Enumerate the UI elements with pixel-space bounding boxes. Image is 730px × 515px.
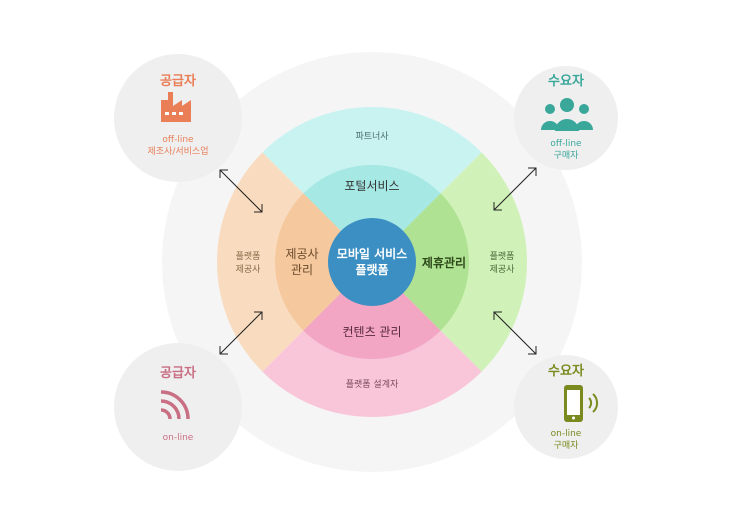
- corner-sub-top-right: off-line 구매자: [516, 138, 616, 162]
- inner-label-bottom: 컨텐츠 관리: [342, 325, 401, 339]
- corner-bottom-right: 수요자: [516, 360, 616, 379]
- corner-top-right: 수요자: [516, 70, 616, 89]
- corner-sub-bottom-left: on-line: [128, 432, 228, 444]
- corner-top-left: 공급자: [128, 70, 228, 89]
- center-label-line2: 플랫폼: [355, 262, 388, 277]
- outer-label-bottom: 플랫폼 설계자: [346, 378, 399, 390]
- inner-quadrant-bottom: [275, 262, 469, 359]
- inner-label-left-line2: 관리: [291, 263, 313, 277]
- corner-title-bottom-right: 수요자: [548, 364, 584, 379]
- inner-quadrant-right: [372, 165, 469, 359]
- arrows: [219, 167, 537, 355]
- corner-title-top-right: 수요자: [548, 74, 584, 89]
- outer-label-left-line2: 제공사: [236, 264, 262, 275]
- corner-sub1-top-left: off-line: [162, 135, 194, 145]
- inner-label-top: 포털서비스: [344, 179, 399, 193]
- corner-sub-top-left: off-line 제조사/서비스업: [118, 134, 238, 158]
- corner-sub-bottom-right: on-line 구매자: [516, 428, 616, 452]
- corner-sub1-bottom-left: on-line: [162, 433, 194, 443]
- inner-ring: [275, 165, 469, 359]
- corner-sub2-top-left: 제조사/서비스업: [147, 147, 209, 157]
- corner-circle-top-right: [514, 66, 618, 170]
- arrow-top-left: [219, 169, 263, 213]
- outer-label-right-line2: 제공사: [490, 264, 516, 275]
- inner-quadrant-top: [275, 165, 469, 262]
- inner-label-right: 제휴관리: [422, 255, 466, 270]
- outer-label-top: 파트너사: [355, 131, 389, 142]
- factory-icon: [161, 92, 191, 122]
- corner-circle-bottom-left: [114, 343, 242, 471]
- corner-sub2-top-right: 구매자: [553, 151, 579, 161]
- inner-quadrant-left: [275, 165, 372, 359]
- corner-sub2-bottom-right: 구매자: [553, 441, 579, 451]
- signal-icon: [160, 390, 190, 420]
- center-label-line1: 모바일 서비스: [337, 246, 407, 261]
- arrow-bottom-left: [219, 311, 263, 355]
- arrow-bottom-right: [493, 311, 537, 355]
- corner-bottom-left: 공급자: [128, 362, 228, 381]
- corner-title-bottom-left: 공급자: [160, 366, 196, 381]
- arrow-top-right: [493, 167, 537, 211]
- corner-sub1-top-right: off-line: [550, 139, 582, 149]
- center-circle: [328, 218, 416, 306]
- inner-label-left-line1: 제공사: [285, 247, 318, 261]
- mobile-phone-icon: [564, 385, 599, 422]
- corner-title-top-left: 공급자: [160, 74, 196, 89]
- outer-label-right-line1: 플랫폼: [490, 251, 515, 262]
- corner-sub1-bottom-right: on-line: [550, 429, 582, 439]
- people-icon: [541, 98, 593, 131]
- outer-label-left-line1: 플랫폼: [236, 251, 261, 262]
